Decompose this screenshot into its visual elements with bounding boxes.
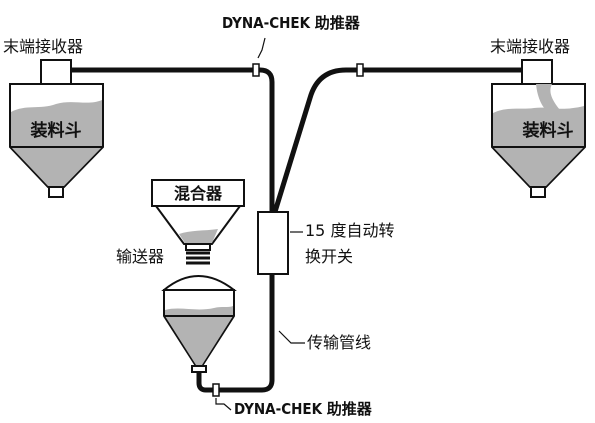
conveyor-label: 输送器	[116, 247, 164, 266]
leader-lines	[215, 37, 305, 411]
booster-top-marker	[252, 63, 260, 77]
left-hopper: 装料斗	[9, 83, 104, 198]
switch-label-line2: 换开关	[305, 247, 353, 266]
booster-bottom-label: DYNA-CHEK 助推器	[234, 400, 373, 418]
right-receiver	[521, 59, 553, 85]
pipeline-leader	[278, 330, 305, 344]
hopper-left-label: 装料斗	[30, 120, 82, 141]
flex-coupling	[186, 251, 210, 265]
booster-top-leader	[257, 37, 266, 59]
mixer-material	[179, 229, 218, 243]
pipeline-label: 传输管线	[307, 333, 371, 352]
mixer-label: 混合器	[174, 184, 223, 203]
pipeline-network	[71, 67, 522, 393]
left-hopper-material	[11, 100, 102, 186]
auto-switch	[257, 211, 289, 275]
booster-right-marker	[356, 63, 364, 77]
right-hopper: 装料斗	[491, 83, 586, 198]
mixer: 混合器	[151, 179, 245, 265]
booster-bottom-leader	[215, 398, 232, 411]
end-receiver-right-label: 末端接收器	[490, 37, 570, 56]
conveyor-vessel	[161, 275, 237, 373]
booster-bottom-marker	[212, 383, 220, 397]
booster-top-label: DYNA-CHEK 助推器	[222, 14, 361, 32]
left-receiver	[40, 59, 72, 85]
switch-label-line1: 15 度自动转	[305, 221, 394, 240]
end-receiver-left-label: 末端接收器	[3, 37, 83, 56]
hopper-right-label: 装料斗	[522, 120, 574, 141]
right-material-stream	[536, 84, 560, 110]
conveyor-material	[165, 306, 233, 365]
